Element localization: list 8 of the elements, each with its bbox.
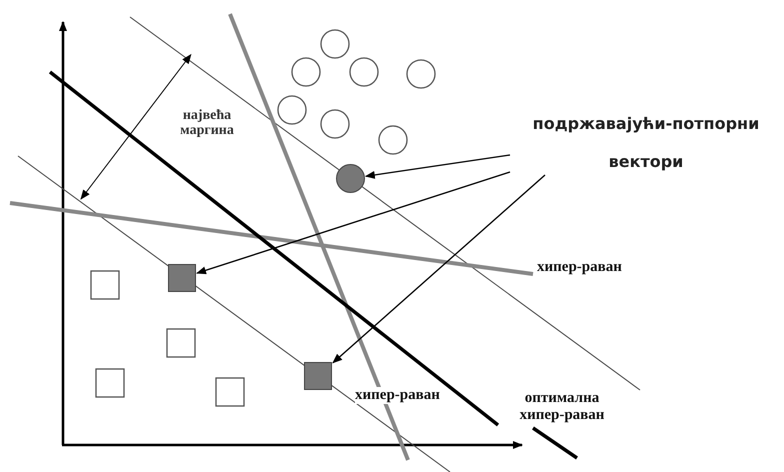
leader-arrow [332,174,546,364]
leader-arrow [196,171,510,274]
annotation-text: подржавајући-потпорни вектори [510,105,782,181]
support-vector-square [168,264,196,292]
leader-arrow [364,154,510,179]
hyperplane-label: хипер-раван [355,387,440,404]
support-vector-square [304,362,332,390]
support-vector-circle [336,164,365,193]
